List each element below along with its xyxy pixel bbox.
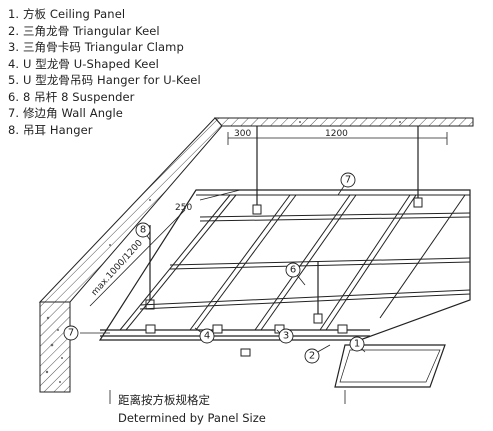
legend-label: 三角骨卡码 Triangular Clamp bbox=[22, 40, 184, 54]
caption-chinese: 距离按方板规格定 bbox=[118, 393, 210, 407]
triangular-keel bbox=[139, 289, 471, 306]
legend-label: 方板 Ceiling Panel bbox=[22, 7, 126, 21]
legend-label: U 型龙骨 U-Shaped Keel bbox=[22, 56, 159, 71]
suspenders bbox=[149, 126, 419, 318]
wall-stone-texture bbox=[45, 121, 401, 383]
dimension-1200: 1200 bbox=[325, 129, 348, 139]
legend-number: 2. bbox=[8, 23, 20, 38]
legend-item-u-shaped-keel: 4. U 型龙骨 U-Shaped Keel bbox=[8, 56, 201, 73]
legend-label: 三角龙骨 Triangular Keel bbox=[22, 23, 160, 38]
legend-number: 5. bbox=[8, 73, 20, 87]
legend-item-triangular-clamp: 3. 三角骨卡码 Triangular Clamp bbox=[8, 39, 201, 56]
legend-item-ceiling-panel: 1. 方板 Ceiling Panel bbox=[8, 6, 201, 23]
svg-text:7: 7 bbox=[68, 328, 74, 339]
ceiling-frame bbox=[98, 189, 471, 341]
svg-text:6: 6 bbox=[290, 265, 296, 276]
legend-number: 4. bbox=[8, 56, 20, 71]
legend-item-hanger: 8. 吊耳 Hanger bbox=[8, 122, 201, 139]
ceiling-panel bbox=[334, 344, 446, 388]
callout-4: 4 bbox=[199, 328, 215, 344]
callout-7-top: 7 bbox=[340, 172, 356, 188]
legend-number: 7. bbox=[8, 106, 20, 120]
callout-7-left: 7 bbox=[63, 325, 79, 341]
legend-item-u-keel-hanger: 5. U 型龙骨吊码 Hanger for U-Keel bbox=[8, 72, 201, 89]
legend-item-suspender: 6. 8 吊杆 8 Suspender bbox=[8, 89, 201, 106]
svg-text:2: 2 bbox=[309, 351, 315, 362]
dimension-300: 300 bbox=[234, 129, 251, 139]
callout-6: 6 bbox=[285, 262, 301, 278]
concrete-slab bbox=[38, 117, 474, 393]
wall-slab-left bbox=[39, 301, 71, 393]
caption-english: Determined by Panel Size bbox=[118, 411, 266, 425]
svg-text:1: 1 bbox=[354, 339, 360, 350]
legend-label: 吊耳 Hanger bbox=[22, 122, 93, 137]
ceiling-slab-diagonal bbox=[38, 117, 223, 303]
ceiling-slab-top bbox=[213, 117, 474, 127]
svg-text:4: 4 bbox=[204, 331, 210, 342]
triangular-keel bbox=[169, 257, 471, 266]
legend-number: 6. bbox=[8, 89, 20, 104]
triangular-keel bbox=[199, 212, 471, 218]
legend-label: 修边角 Wall Angle bbox=[22, 106, 123, 120]
dimension-250: 250 bbox=[175, 203, 192, 213]
svg-text:8: 8 bbox=[140, 225, 146, 236]
panel-size-bracket bbox=[109, 390, 346, 404]
legend-number: 3. bbox=[8, 40, 20, 54]
component-legend: 1. 方板 Ceiling Panel 2. 三角龙骨 Triangular K… bbox=[8, 6, 201, 138]
ceiling-grid bbox=[98, 189, 471, 341]
legend-number: 8. bbox=[8, 122, 20, 137]
svg-text:7: 7 bbox=[345, 175, 351, 186]
callout-2: 2 bbox=[304, 348, 320, 364]
legend-item-triangular-keel: 2. 三角龙骨 Triangular Keel bbox=[8, 23, 201, 40]
svg-text:3: 3 bbox=[283, 331, 289, 342]
legend-item-wall-angle: 7. 修边角 Wall Angle bbox=[8, 105, 201, 122]
legend-label: 8 吊杆 8 Suspender bbox=[22, 89, 135, 104]
callout-8: 8 bbox=[135, 222, 151, 238]
callout-3: 3 bbox=[278, 328, 294, 344]
ceiling-panel-rim bbox=[339, 349, 441, 383]
legend-label: U 型龙骨吊码 Hanger for U-Keel bbox=[22, 73, 201, 87]
callout-1: 1 bbox=[349, 336, 365, 352]
legend-number: 1. bbox=[8, 7, 20, 21]
